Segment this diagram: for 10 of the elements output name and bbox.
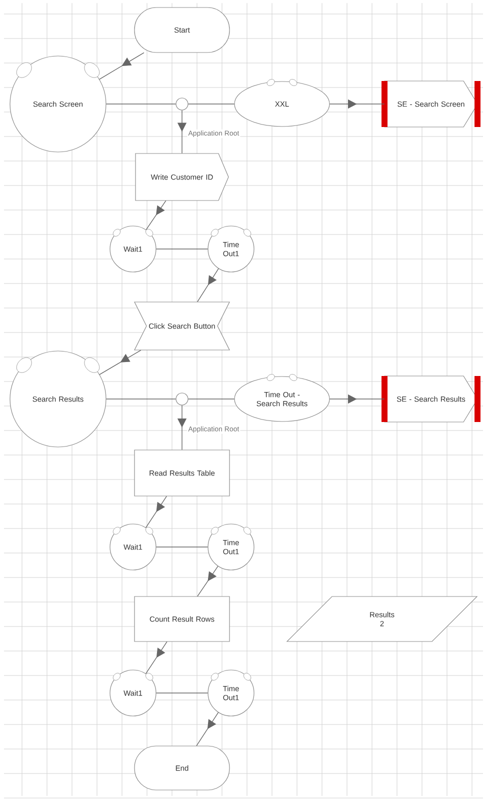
arrow bbox=[145, 641, 168, 674]
arrow bbox=[197, 566, 218, 597]
arrow bbox=[197, 268, 219, 302]
arrow bbox=[196, 712, 219, 746]
junction-circle bbox=[176, 98, 188, 110]
arrow bbox=[146, 200, 166, 230]
arrow bbox=[145, 496, 167, 528]
junction-circle bbox=[176, 392, 188, 406]
arrow bbox=[99, 52, 144, 80]
arrow bbox=[99, 350, 142, 375]
